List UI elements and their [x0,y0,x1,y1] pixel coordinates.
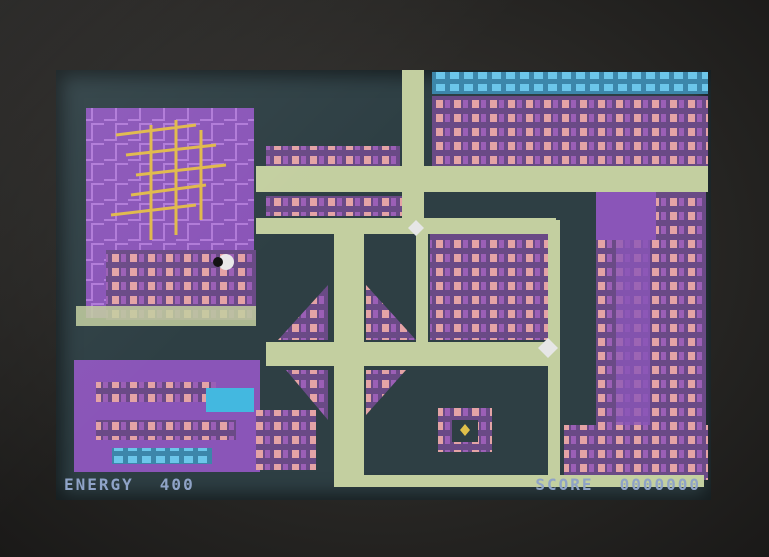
pipe-network [256,70,708,487]
yellow-lattice [110,120,227,240]
player-ship-icon [213,254,234,270]
center-brick-block [430,230,548,340]
bottom-right-brick [564,425,708,480]
top-blue-strip [432,72,708,94]
playfield [74,70,708,487]
upper-brick-row-2 [266,196,416,216]
pinwheel-pickup-icon [438,408,492,452]
pipe-joints [408,220,558,358]
game-screen: ENERGY 400 SCORE 0000000 [56,70,711,500]
bottom-left-block [74,360,316,472]
energy-value: 400 [159,475,195,494]
score-value: 0000000 [619,475,701,494]
top-right-brick [432,96,708,166]
energy-readout: ENERGY 400 [64,475,195,494]
score-label: SCORE [535,475,594,494]
triangle-right [366,285,416,340]
upper-brick-row [266,146,400,166]
triangle-left [278,285,328,340]
left-pipe-horizontal [76,306,256,326]
energy-label: ENERGY [64,475,134,494]
score-readout: SCORE 0000000 [535,475,701,494]
left-maze-block [76,108,256,326]
